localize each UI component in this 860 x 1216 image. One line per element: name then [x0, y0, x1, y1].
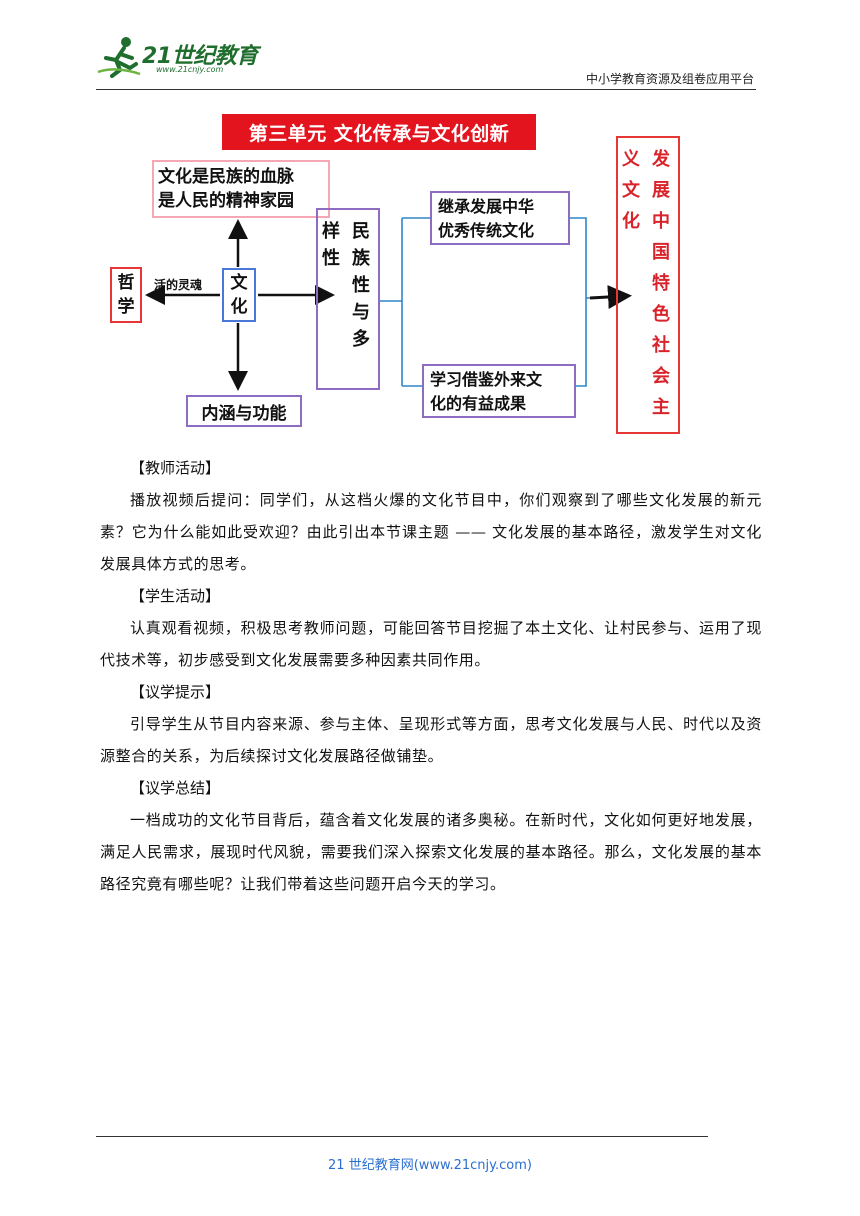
col-char: 化 — [622, 211, 640, 232]
section-paragraph: 一档成功的文化节目背后，蕴含着文化发展的诸多奥秘。在新时代，文化如何更好地发展，… — [100, 811, 762, 893]
bloodline-line1: 文化是民族的血脉 — [158, 167, 294, 187]
col-char: 性 — [352, 275, 370, 296]
header-divider — [96, 89, 756, 90]
section-heading: 【教师活动】 — [130, 459, 221, 477]
col-char: 主 — [652, 397, 670, 418]
philosophy-char: 哲 — [117, 273, 135, 293]
col-char: 多 — [352, 329, 370, 350]
section-paragraph: 播放视频后提问：同学们，从这档火爆的文化节目中，你们观察到了哪些文化发展的新元素… — [100, 491, 762, 573]
site-logo: 21世纪教育 www.21cnjy.com — [96, 34, 266, 82]
socialist-column-right: 发 展 中 国 特 色 社 会 主 — [652, 144, 674, 423]
col-char: 样 — [322, 221, 340, 242]
culture-bloodline-box: 文化是民族的血脉 是人民的精神家园 — [152, 160, 330, 218]
col-char: 民 — [352, 221, 370, 242]
culture-char: 化 — [230, 297, 248, 317]
logo-url: www.21cnjy.com — [156, 65, 224, 74]
section-heading: 【议学提示】 — [130, 683, 221, 701]
inherit-line2: 优秀传统文化 — [438, 221, 535, 240]
philosophy-box: 哲 学 — [110, 267, 142, 323]
col-char: 展 — [652, 180, 670, 201]
footer-link[interactable]: 21 世纪教育网(www.21cnjy.com) — [328, 1158, 532, 1173]
col-char: 族 — [352, 248, 370, 269]
arrow-to-socialist-culture — [589, 285, 632, 309]
bracket-left — [380, 217, 430, 387]
unit-title: 第三单元 文化传承与文化创新 — [222, 114, 536, 150]
col-char: 国 — [652, 242, 670, 263]
lesson-content: 【教师活动】 播放视频后提问：同学们，从这档火爆的文化节目中，你们观察到了哪些文… — [100, 452, 762, 900]
nationality-column-left: 样 性 — [322, 218, 342, 272]
footer-divider — [96, 1136, 708, 1137]
runner-logo-icon — [97, 37, 141, 78]
living-soul-label: 活的灵魂 — [154, 278, 203, 292]
inherit-tradition-box: 继承发展中华 优秀传统文化 — [430, 191, 570, 245]
inherit-line1: 继承发展中华 — [438, 197, 535, 216]
connotation-function-box: 内涵与功能 — [186, 395, 302, 427]
col-char: 会 — [652, 366, 670, 387]
section-paragraph: 引导学生从节目内容来源、参与主体、呈现形式等方面，思考文化发展与人民、时代以及资… — [100, 715, 762, 765]
socialist-culture-box: 发 展 中 国 特 色 社 会 主 义 文 化 — [616, 136, 680, 434]
socialist-column-left: 义 文 化 — [622, 144, 644, 237]
bloodline-line2: 是人民的精神家园 — [158, 191, 294, 211]
culture-box: 文 化 — [222, 268, 256, 322]
unit-concept-diagram: 第三单元 文化传承与文化创新 文化是民族的血脉 是人民的精神家园 哲 学 活的灵… — [96, 108, 696, 440]
nationality-diversity-box: 民 族 性 与 多 样 性 — [316, 208, 380, 390]
section-heading: 【学生活动】 — [130, 587, 221, 605]
col-char: 文 — [622, 180, 640, 201]
section-heading: 【议学总结】 — [130, 779, 221, 797]
nationality-column-right: 民 族 性 与 多 — [352, 218, 372, 353]
learn-foreign-box: 学习借鉴外来文 化的有益成果 — [422, 364, 576, 418]
platform-name: 中小学教育资源及组卷应用平台 — [585, 72, 754, 86]
col-char: 发 — [652, 149, 670, 170]
diagram-connectors — [145, 217, 632, 391]
col-char: 色 — [652, 304, 670, 325]
col-char: 中 — [652, 211, 670, 232]
logo-text: 21世纪教育 — [142, 44, 258, 69]
col-char: 社 — [652, 335, 670, 356]
culture-char: 文 — [230, 273, 248, 293]
learn-line2: 化的有益成果 — [430, 394, 527, 413]
section-paragraph: 认真观看视频，积极思考教师问题，可能回答节目挖掘了本土文化、让村民参与、运用了现… — [100, 619, 762, 669]
philosophy-char: 学 — [117, 297, 135, 317]
col-char: 特 — [652, 273, 670, 294]
bracket-right — [570, 217, 590, 387]
col-char: 性 — [322, 248, 340, 269]
learn-line1: 学习借鉴外来文 — [430, 370, 543, 389]
col-char: 义 — [622, 149, 640, 170]
col-char: 与 — [352, 302, 370, 323]
